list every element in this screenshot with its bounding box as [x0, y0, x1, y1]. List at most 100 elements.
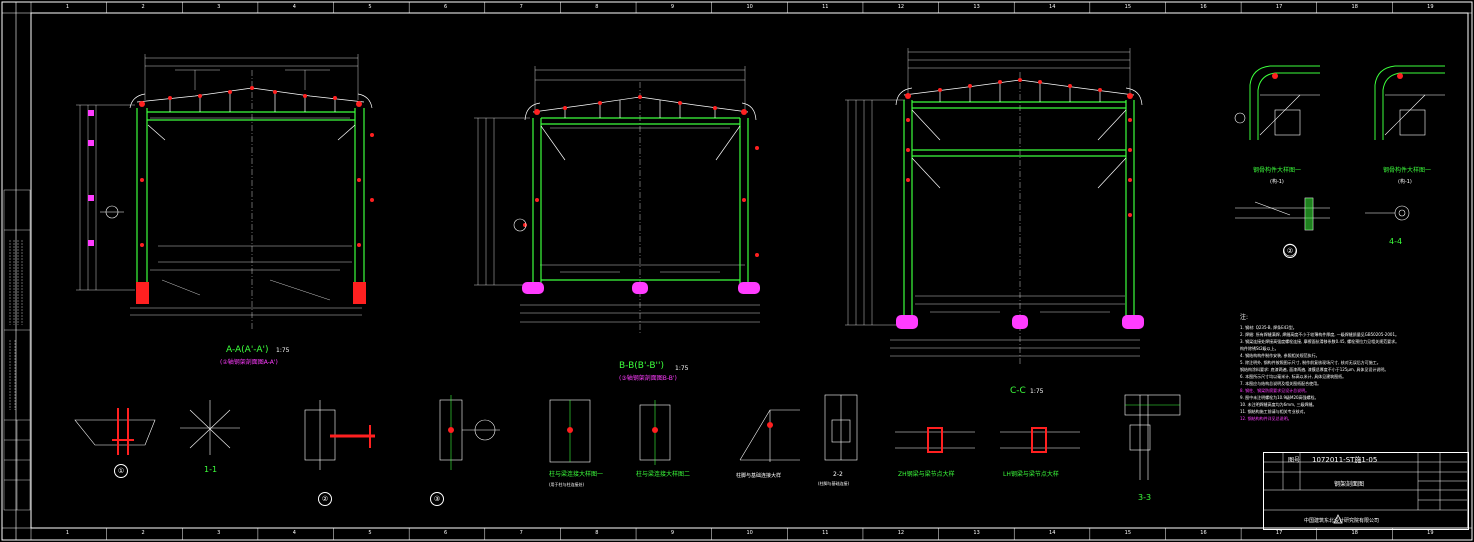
grid-number: 1: [65, 4, 69, 10]
note-line: 1. 钢材: Q235-B, 焊条E43型。: [1240, 325, 1297, 330]
note-line: 10. 未注明焊缝高度均为6mm, 三级焊缝。: [1240, 402, 1317, 407]
grid-number: 17: [1275, 530, 1283, 536]
grid-number: 6: [443, 530, 448, 536]
view-title-b: B-B(B'-B''): [619, 361, 664, 371]
detail-eave-2: 钢骨构件大样图一: [1383, 167, 1432, 174]
note-line: 11. 钢结构施工前请与相关专业核对。: [1240, 409, 1308, 414]
grid-number: 9: [670, 530, 675, 536]
grid-number: 1: [65, 530, 69, 536]
grid-number: 17: [1275, 4, 1283, 10]
note-line: 6. 本图所示尺寸均以毫米计, 标高以米计, 具体见建筑图纸。: [1240, 374, 1347, 379]
view-subtitle-b: (③轴钢架剖面图B-B'): [619, 375, 677, 382]
detail-2-2-sub: (柱脚与基础连接): [818, 481, 850, 486]
note-line: 5. 除注明外, 钢构件按照图示尺寸, 制作前复核现场尺寸, 核对无误后方可施工…: [1240, 360, 1381, 365]
grid-number: 6: [443, 4, 448, 10]
detail-eave-1: 钢骨构件大样图一: [1253, 167, 1302, 174]
grid-number: 16: [1200, 4, 1207, 10]
frame-c-c: [845, 48, 1144, 365]
bottom-red-marks: [448, 422, 773, 433]
detail-zh: ZH钢梁与梁节点大样: [898, 471, 955, 478]
view-scale-c: 1:75: [1030, 388, 1044, 395]
grid-number: 18: [1351, 530, 1358, 536]
grid-number: 11: [822, 530, 829, 536]
detail-col-base: 柱脚与基础连接大样: [736, 473, 782, 479]
detail-lh: LH钢梁与梁节点大样: [1003, 471, 1059, 478]
grid-number: 16: [1200, 530, 1207, 536]
grid-number: 3: [217, 530, 221, 536]
title-block-no-label: 图号: [1288, 457, 1301, 464]
detail-col-beam-2: 柱与梁连接大样图二: [636, 471, 691, 478]
detail-mark-2: ②: [318, 492, 332, 506]
grid-number: 9: [670, 4, 675, 10]
note-line: 9. 图中未注明螺栓为10.9级M20高强螺栓。: [1240, 395, 1319, 400]
view-title-c: C-C: [1010, 386, 1026, 396]
view-scale-b: 1:75: [675, 365, 689, 372]
grid-number: 2: [141, 4, 145, 10]
view-subtitle-a: (②轴钢架剖面图A-A'): [220, 359, 278, 366]
company-name: 中国建筑东北设计研究院有限公司: [1304, 518, 1380, 524]
grid-number: 5: [368, 4, 372, 10]
grid-number: 2: [141, 530, 145, 536]
grid-number: 5: [368, 530, 372, 536]
left-stamp: [3, 189, 31, 511]
note-line: 3. 钢梁连接处焊接高强度螺栓连接, 摩擦面抗滑移系数0.45, 螺栓预拉力见相…: [1240, 339, 1400, 344]
detail-eave-1-sub: (构-1): [1270, 179, 1284, 185]
general-notes: 注: 1. 钢材: Q235-B, 焊条E43型。 2. 焊缝: 所有焊缝满焊, …: [1240, 312, 1440, 422]
note-line: 4. 钢结构构件制作安装, 参照相关规范执行。: [1240, 353, 1320, 358]
grid-number: 4: [292, 530, 296, 536]
grid-number: 12: [897, 4, 905, 10]
grid-ticks: [30, 2, 1393, 540]
grid-number: 8: [595, 530, 599, 536]
drawing-name: 钢架剖面图: [1334, 481, 1365, 488]
note-line: 构件除锈St2级以上。: [1240, 346, 1279, 351]
detail-mark-1-1: 1-1: [204, 465, 218, 474]
grid-number: 15: [1124, 4, 1132, 10]
view-title-a: A-A(A'-A'): [226, 345, 269, 355]
note-line: 2. 焊缝: 所有焊缝满焊, 焊缝高度不小于较薄构件厚度, 一级焊缝质量见GB5…: [1240, 332, 1399, 337]
notes-list: 1. 钢材: Q235-B, 焊条E43型。 2. 焊缝: 所有焊缝满焊, 焊缝高…: [1240, 324, 1440, 422]
detail-col-beam-1: 柱与梁连接大样图一: [549, 471, 604, 478]
grid-number: 7: [519, 530, 523, 536]
note-line: 12. 钢结构构件详见总说明。: [1240, 416, 1292, 421]
detail-col-beam-1-sub: (用于柱与柱连接处): [549, 482, 585, 487]
note-line: 7. 本图应与结构总说明及相关图纸配合使用。: [1240, 381, 1322, 386]
eave-details: [1234, 65, 1445, 257]
grid-number: 3: [217, 4, 221, 10]
grid-number: 19: [1427, 4, 1434, 10]
grid-number: 4: [292, 4, 296, 10]
inner-frame: [30, 12, 1469, 529]
detail-mark-4: ②: [1283, 244, 1297, 258]
grid-number: 15: [1124, 530, 1132, 536]
detail-4-4: 4-4: [1389, 237, 1403, 246]
detail-mark-3: ③: [430, 492, 444, 506]
grid-number: 10: [746, 530, 753, 536]
grid-number: 13: [973, 530, 980, 536]
notes-heading: 注:: [1240, 314, 1249, 321]
grid-number: 12: [897, 530, 905, 536]
view-scale-a: 1:75: [276, 347, 290, 354]
grid-number: 7: [519, 4, 523, 10]
frame-a-a: [76, 54, 374, 330]
grid-number: 14: [1049, 4, 1056, 10]
detail-2-2: 2-2: [833, 471, 843, 478]
frame-b-b: [474, 66, 760, 335]
note-line: 钢结构涂料要求: 底漆两遍, 面漆两遍, 漆膜总厚度不小于125μm, 具体见设…: [1240, 367, 1389, 372]
grid-number: 11: [822, 4, 829, 10]
grid-number: 8: [595, 4, 599, 10]
detail-mark-1: ①: [114, 464, 128, 478]
grid-number: 13: [973, 4, 980, 10]
grid-number: 10: [746, 4, 753, 10]
grid-number: 19: [1427, 530, 1434, 536]
grid-number: 14: [1049, 530, 1056, 536]
company-logo-icon: [1332, 513, 1344, 525]
detail-3-3: 3-3: [1138, 493, 1152, 502]
drawing-number: 1072011-ST施1-05: [1312, 456, 1378, 464]
detail-eave-2-sub: (构-1): [1398, 179, 1412, 185]
grid-number: 18: [1351, 4, 1358, 10]
title-block: 图号 1072011-ST施1-05 钢架剖面图 中国建筑东北设计研究院有限公司: [1263, 452, 1469, 530]
note-line: 8. 钢柱、钢梁防腐要求见设计总说明。: [1240, 388, 1310, 393]
bottom-details: [74, 394, 1181, 480]
title-block-lines: [1263, 452, 1467, 511]
